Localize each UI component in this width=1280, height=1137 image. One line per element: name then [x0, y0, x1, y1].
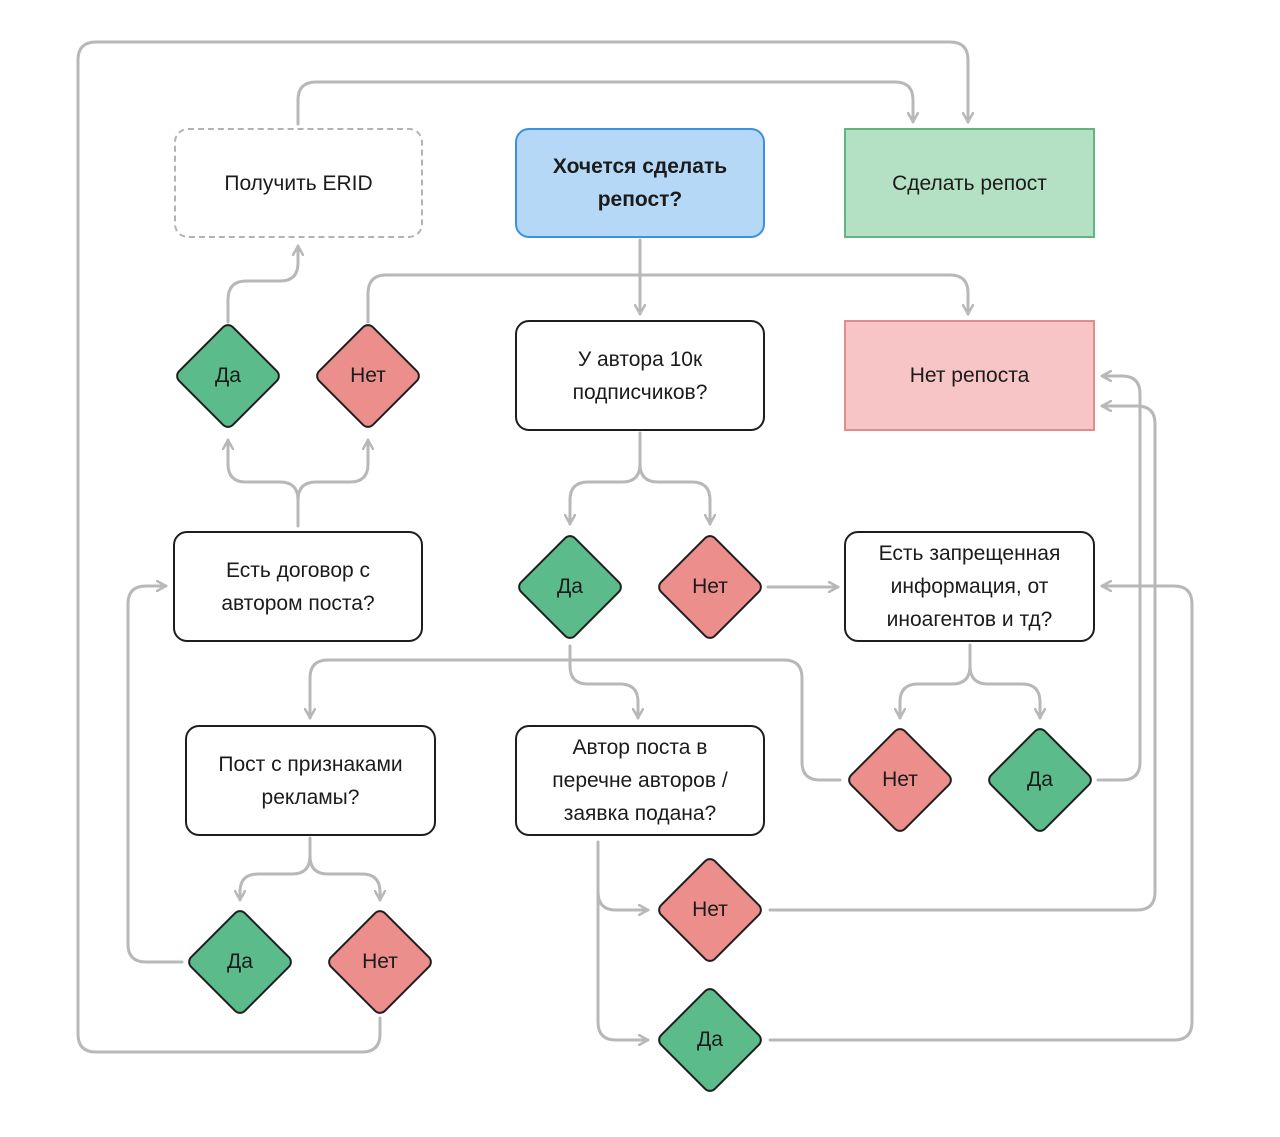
- connector-forbidden-split: [900, 643, 972, 720]
- connector-registry-yes-to-forbidden: [768, 586, 1194, 1042]
- ad-no-diamond: Нет: [324, 906, 436, 1018]
- forbidden-yes-diamond: Да: [984, 724, 1096, 836]
- connector-subscribers-yes-to-registry: [568, 644, 638, 720]
- connector-forbidden-yes-to-norepost: [1096, 376, 1142, 782]
- connector-contract-yes-to-erid: [226, 244, 298, 324]
- connector-ad-yes-to-contract: [126, 586, 184, 964]
- connector-ad-split: [240, 836, 312, 902]
- decision-label: Да: [1027, 768, 1053, 791]
- decision-label: Нет: [692, 575, 728, 598]
- start-box: Хочется сделать репост?: [515, 128, 765, 238]
- forbidden-no-diamond: Нет: [844, 724, 956, 836]
- decision-label: Да: [697, 1028, 723, 1051]
- no-repost-label: Нет репоста: [909, 364, 1030, 387]
- subscribers-yes-diamond: Да: [514, 531, 626, 643]
- contract-yes-diamond: Да: [172, 320, 284, 432]
- registry-question-box: Автор поста в перечне авторов / заявка п…: [515, 725, 765, 836]
- decision-label: Нет: [882, 768, 918, 791]
- connector-subscribers-split: [570, 431, 642, 526]
- start-label: Хочется сделать репост?: [552, 155, 728, 211]
- contract-no-diamond: Нет: [312, 320, 424, 432]
- forbidden-question-box: Есть запрещенная информация, от иноагент…: [844, 531, 1095, 642]
- contract-question-label: Есть договор с автором поста?: [221, 558, 375, 615]
- get-erid-label: Получить ERID: [224, 171, 373, 195]
- decision-label: Да: [557, 575, 583, 598]
- ad-question-box: Пост с признаками рекламы?: [185, 725, 436, 836]
- decision-label: Нет: [350, 364, 386, 387]
- do-repost-box: Сделать репост: [844, 128, 1095, 238]
- connector-erid-to-repost: [296, 80, 913, 126]
- get-erid-box: Получить ERID: [174, 128, 423, 238]
- connector-ad-no-to-repost: [76, 40, 968, 1054]
- registry-yes-diamond: Да: [654, 984, 766, 1096]
- do-repost-label: Сделать репост: [892, 171, 1047, 195]
- decision-label: Нет: [362, 950, 398, 973]
- registry-question-label: Автор поста в перечне авторов / заявка п…: [552, 736, 728, 825]
- subscribers-question-box: У автора 10к подписчиков?: [515, 320, 765, 431]
- connector-registry-no-to-norepost: [768, 406, 1157, 912]
- registry-no-diamond: Нет: [654, 854, 766, 966]
- subscribers-no-diamond: Нет: [654, 531, 766, 643]
- forbidden-question-label: Есть запрещенная информация, от иноагент…: [878, 542, 1061, 631]
- decision-label: Да: [215, 364, 241, 387]
- ad-question-label: Пост с признаками рекламы?: [218, 752, 403, 809]
- decision-label: Нет: [692, 898, 728, 921]
- decision-label: Да: [227, 950, 253, 973]
- connector-registry-split: [596, 840, 650, 910]
- no-repost-box: Нет репоста: [844, 320, 1095, 431]
- ad-yes-diamond: Да: [184, 906, 296, 1018]
- connector-forbidden-no-to-ad: [310, 658, 842, 782]
- connector-contract-no-to-norepost: [366, 273, 968, 324]
- connector-contract-split: [228, 438, 300, 528]
- subscribers-question-label: У автора 10к подписчиков?: [572, 347, 708, 404]
- contract-question-box: Есть договор с автором поста?: [173, 531, 423, 642]
